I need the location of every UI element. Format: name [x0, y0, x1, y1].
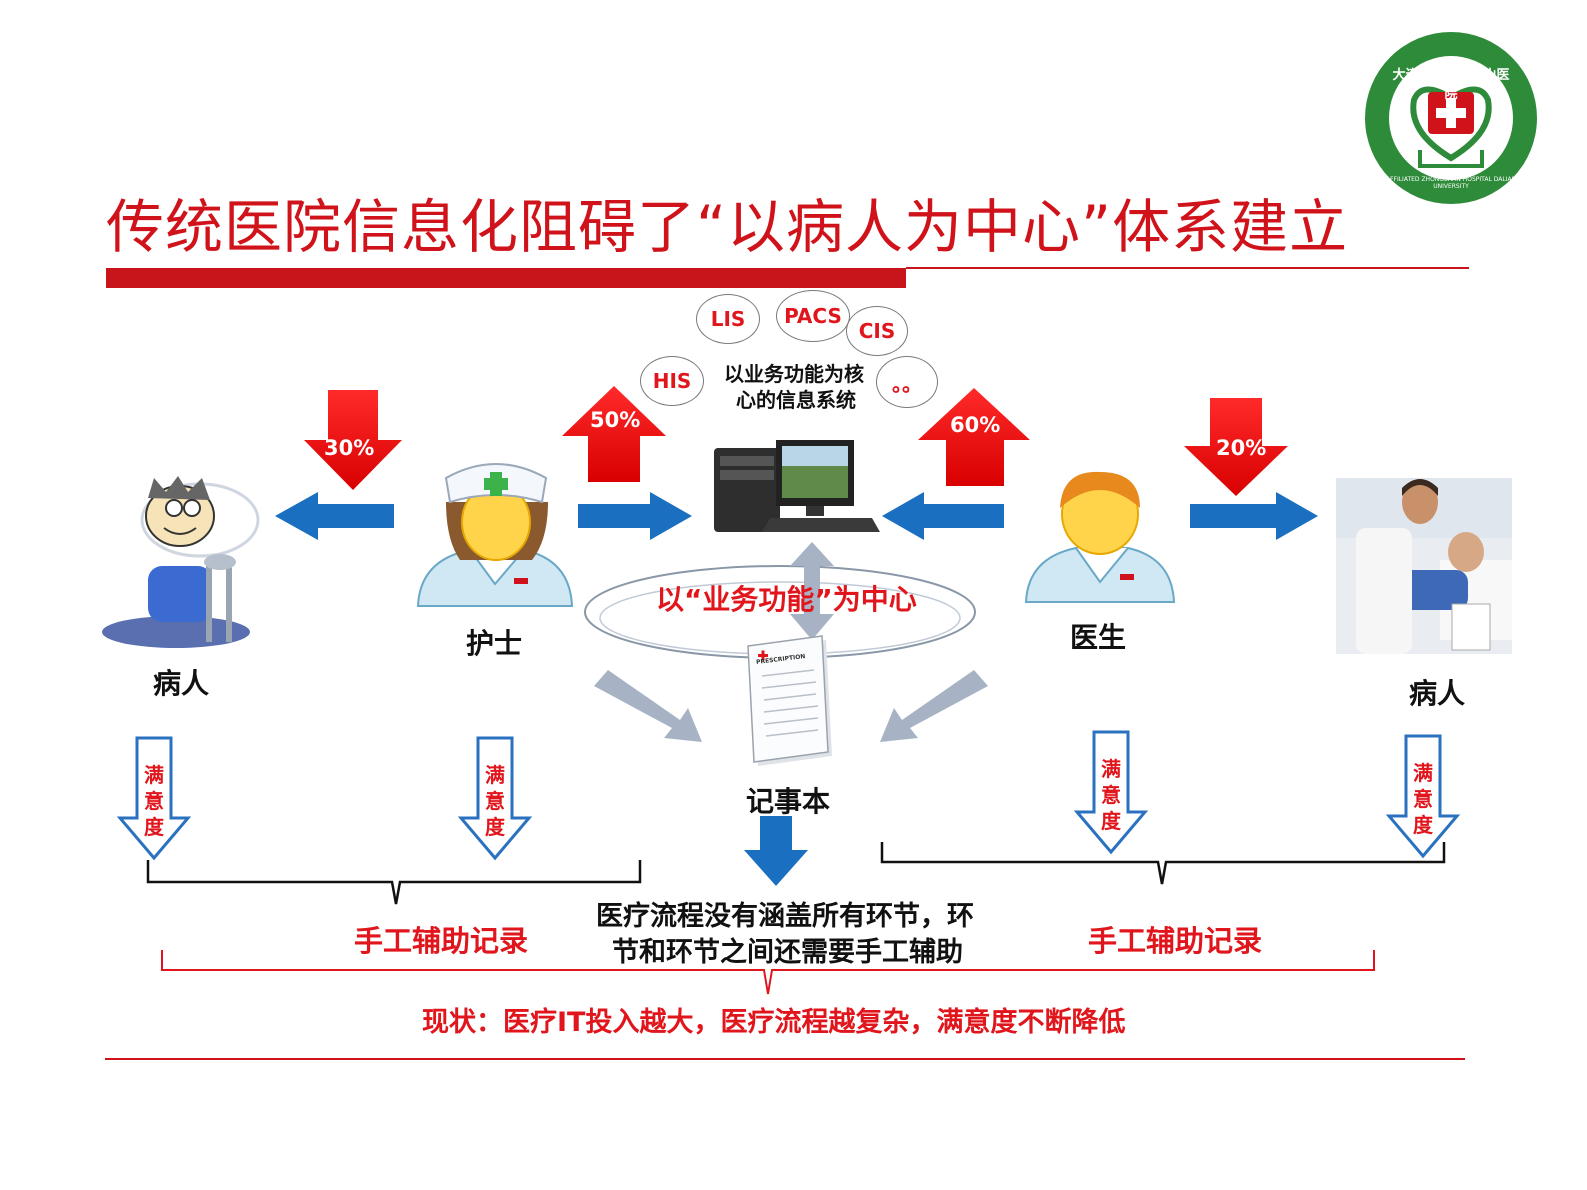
bubble-lis: LIS [696, 294, 760, 344]
blue-arrow-to-patient-left [275, 492, 394, 540]
satisfaction-text-3: 满意度 [1101, 757, 1121, 833]
satisfaction-arrow-2 [457, 736, 533, 861]
red-up-arrow-50 [562, 386, 666, 482]
satisfaction-text-1: 满意度 [144, 763, 164, 839]
blue-down-arrow-notebook [744, 816, 808, 886]
info-system-label-1: 以业务功能为核 [724, 362, 864, 386]
brace-red [161, 950, 1375, 995]
center-label: 以“业务功能”为中心 [656, 583, 917, 616]
patient-right-photo [1336, 478, 1512, 654]
red-down-arrow-30 [304, 390, 402, 490]
manual-record-left: 手工辅助记录 [354, 924, 529, 958]
percent-50: 50% [590, 408, 641, 432]
bottom-rule [105, 1058, 1465, 1060]
gray-arrow-doctor-to-notebook [880, 670, 988, 742]
logo-arc-bottom-text: AFFILIATED ZHONGSHAN HOSPITAL DALIAN UNI… [1385, 176, 1517, 190]
bubble-cis: CIS [846, 306, 908, 356]
logo-arc-top-text: 大连大学附属中山医院 [1392, 68, 1510, 102]
process-note-line-2: 节和环节之间还需要手工辅助 [612, 937, 963, 968]
process-note-line-1: 医疗流程没有涵盖所有环节，环 [596, 901, 974, 932]
label-notebook: 记事本 [746, 785, 831, 818]
percent-60: 60% [950, 413, 1001, 437]
red-down-arrow-20 [1184, 398, 1288, 496]
satisfaction-text-2: 满意度 [485, 763, 505, 839]
blue-arrow-doctor-to-pc [882, 492, 1004, 540]
satisfaction-text-4: 满意度 [1413, 761, 1433, 837]
satisfaction-arrow-4 [1385, 734, 1461, 859]
blue-arrow-to-patient-right [1190, 492, 1318, 540]
satisfaction-arrow-3 [1073, 730, 1149, 855]
brace-left [146, 860, 642, 905]
nurse-figure [416, 463, 574, 607]
gray-arrow-nurse-to-notebook [594, 670, 702, 742]
hospital-logo [1365, 32, 1537, 204]
bubble-etc: 。。 [876, 356, 938, 408]
status-summary: 现状：医疗IT投入越大，医疗流程越复杂，满意度不断降低 [422, 1007, 1126, 1038]
label-patient-right: 病人 [1409, 677, 1466, 710]
title-underline-thick [106, 268, 906, 288]
doctor-figure [1024, 471, 1176, 603]
brace-right [880, 842, 1446, 885]
prescription-notepad [747, 635, 832, 766]
red-up-arrow-60 [918, 388, 1030, 486]
label-nurse: 护士 [466, 627, 523, 660]
percent-30: 30% [324, 436, 375, 460]
manual-record-right: 手工辅助记录 [1088, 924, 1263, 958]
page-title: 传统医院信息化阻碍了“以病人为中心”体系建立 [106, 193, 1349, 261]
label-patient-left: 病人 [153, 667, 210, 700]
percent-20: 20% [1216, 436, 1267, 460]
blue-arrow-nurse-to-pc [578, 492, 692, 540]
computer-icon [714, 440, 880, 532]
bubble-his: HIS [640, 356, 704, 406]
satisfaction-arrow-1 [116, 736, 192, 861]
gray-double-arrow [790, 542, 834, 640]
patient-left-cartoon [102, 476, 260, 648]
info-system-label-2: 心的信息系统 [736, 388, 856, 412]
label-doctor: 医生 [1070, 621, 1127, 654]
bubble-pacs: PACS [776, 290, 850, 342]
title-underline-thin [906, 267, 1469, 269]
